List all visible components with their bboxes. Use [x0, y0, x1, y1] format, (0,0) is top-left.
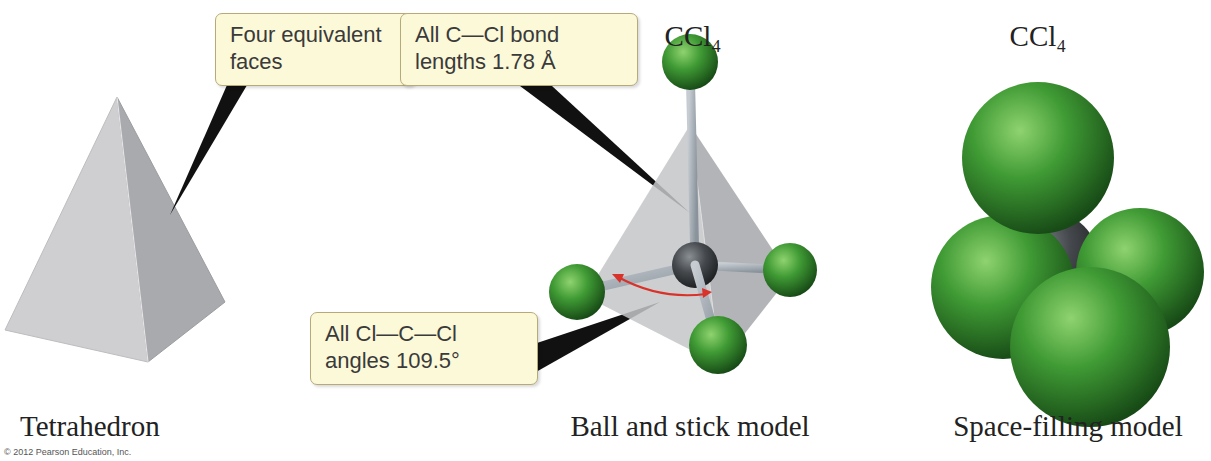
formula-label: CCl₄	[1010, 20, 1067, 53]
callout-text: Four equivalent faces	[230, 22, 402, 76]
callout-box: All C—Cl bond lengths 1.78 Å	[400, 13, 638, 86]
callout-box: All Cl—C—Cl angles 109.5°	[310, 312, 538, 385]
figure-caption: Tetrahedron	[20, 410, 160, 443]
tetrahedron	[5, 97, 225, 362]
copyright-note: © 2012 Pearson Education, Inc.	[4, 447, 131, 457]
callout-text: All Cl—C—Cl angles 109.5°	[325, 321, 525, 375]
figure-caption: Space-filling model	[953, 410, 1183, 443]
callout-text: All C—Cl bond lengths 1.78 Å	[415, 22, 625, 76]
space-filling-model	[931, 82, 1204, 427]
figure-caption: Ball and stick model	[570, 410, 809, 443]
formula-label: CCl₄	[665, 20, 722, 53]
callout-box: Four equivalent faces	[215, 13, 415, 86]
